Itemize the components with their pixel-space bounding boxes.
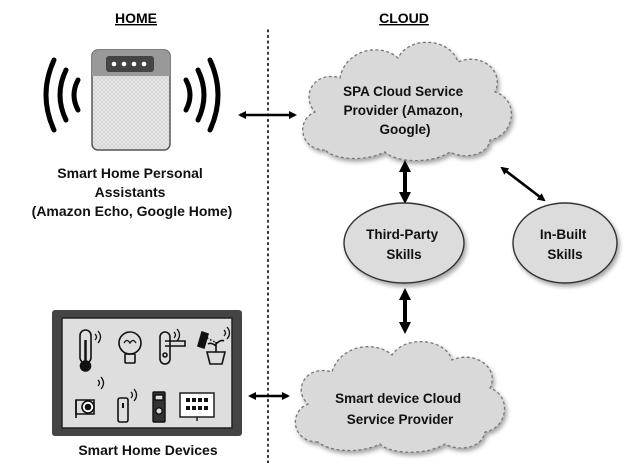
in-built-line2: Skills	[547, 247, 582, 262]
in-built-line1: In-Built	[540, 227, 587, 242]
home-header: HOME	[115, 10, 157, 26]
plant-sprinkler-icon	[197, 326, 231, 365]
spa-label-line1: Smart Home Personal	[57, 165, 203, 181]
doorbell-icon	[152, 391, 166, 423]
devices-label: Smart Home Devices	[78, 442, 218, 458]
device-cloud-shape	[294, 341, 506, 453]
lightbulb-icon	[118, 331, 142, 364]
door-handle-icon	[159, 328, 186, 365]
device-cloud-line1: Smart device Cloud	[335, 391, 461, 406]
wifi-waves-icon	[43, 57, 221, 133]
third-party-skills-node	[343, 202, 465, 284]
in-built-label: In-Built Skills	[540, 227, 590, 262]
cloud-inbuilt-arrow	[500, 166, 546, 202]
spa-label: Smart Home Personal Assistants (Amazon E…	[32, 165, 233, 219]
third-party-line2: Skills	[386, 247, 421, 262]
device-cloud-label: Smart device Cloud Service Provider	[335, 391, 465, 427]
spa-cloud-line1: SPA Cloud Service	[343, 84, 464, 99]
tv-display-icon	[179, 392, 215, 421]
camera-icon	[75, 376, 105, 418]
cloud-header: CLOUD	[379, 10, 429, 26]
thermometer-icon	[79, 329, 102, 372]
spa-cloud-line2: Provider (Amazon,	[343, 103, 462, 118]
spa-cloud-label: SPA Cloud Service Provider (Amazon, Goog…	[343, 84, 467, 137]
remote-icon	[117, 388, 138, 423]
spa-cloud-shape	[302, 41, 512, 162]
spa-cloud-line3: Google)	[380, 122, 431, 137]
third-party-line1: Third-Party	[366, 227, 439, 242]
third-party-label: Third-Party Skills	[366, 227, 442, 262]
spa-label-line3: (Amazon Echo, Google Home)	[32, 203, 233, 219]
smart-speaker-icon	[91, 49, 171, 151]
in-built-skills-node	[512, 202, 618, 284]
spa-label-line2: Assistants	[95, 184, 166, 200]
device-cloud-line2: Service Provider	[347, 412, 454, 427]
